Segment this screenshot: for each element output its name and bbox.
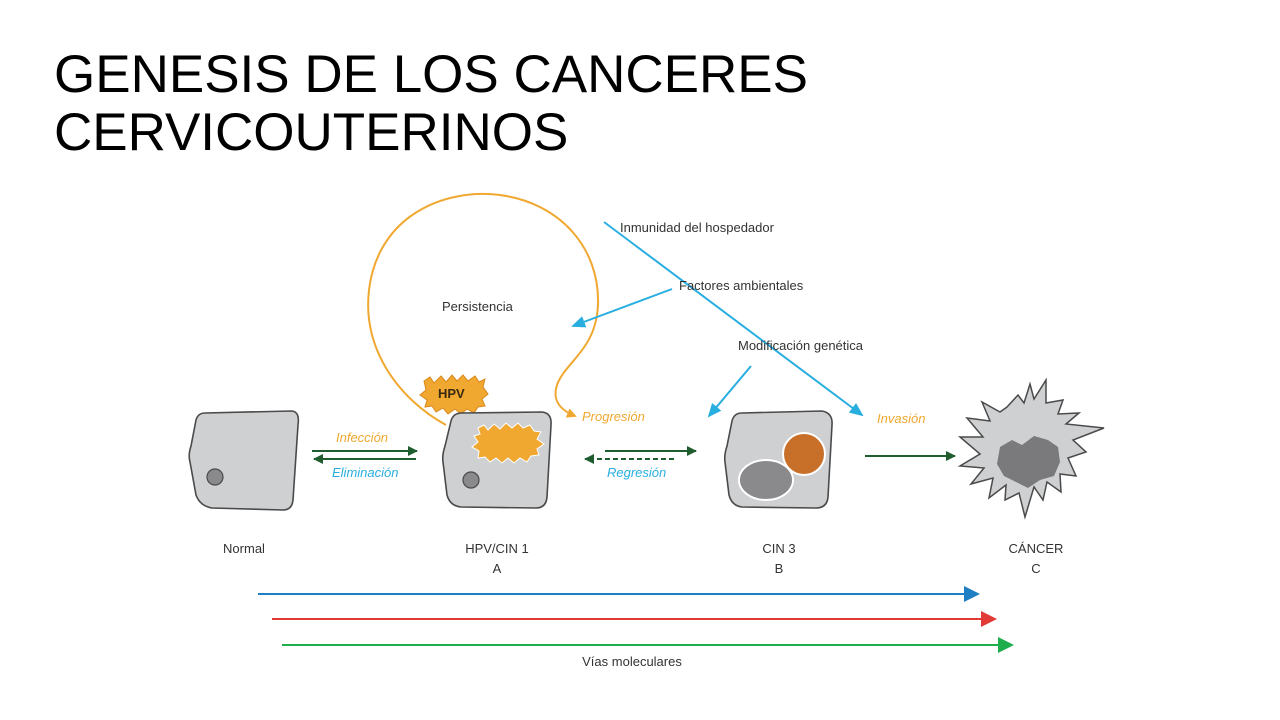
title-line-1: GENESIS DE LOS CANCERES <box>54 45 808 104</box>
genetic-modification-label: Modificación genética <box>738 338 864 353</box>
environmental-factors-label: Factores ambientales <box>679 278 804 293</box>
elimination-label: Eliminación <box>332 465 398 480</box>
stage-cin3-label: CIN 3 <box>762 541 795 556</box>
stage-cancer-label: CÁNCER <box>1009 541 1064 556</box>
cin3-cell <box>723 410 833 509</box>
hpv-cin1-cell <box>441 411 552 509</box>
hpv-badge: HPV <box>419 374 489 415</box>
molecular-pathways-label: Vías moleculares <box>582 654 682 669</box>
stage-normal-label: Normal <box>223 541 265 556</box>
slide-title: GENESIS DE LOS CANCERES CERVICOUTERINOS <box>54 46 1154 162</box>
host-immunity-label: Inmunidad del hospedador <box>620 220 775 235</box>
persistence-label: Persistencia <box>442 299 514 314</box>
stage-hpv-cin1-label: HPV/CIN 1 <box>465 541 529 556</box>
progression-label: Progresión <box>582 409 645 424</box>
regression-label: Regresión <box>607 465 666 480</box>
persistence-loop-arrow <box>367 193 600 426</box>
title-line-2: CERVICOUTERINOS <box>54 103 569 162</box>
stage-cin3-letter: B <box>775 561 784 576</box>
normal-cell <box>188 410 300 511</box>
cancer-cell <box>957 377 1105 520</box>
invasion-label: Invasión <box>877 411 925 426</box>
hpv-badge-text: HPV <box>438 386 465 401</box>
host-factors-lines <box>571 221 864 418</box>
stage-hpv-cin1-letter: A <box>493 561 502 576</box>
infection-label: Infección <box>336 430 388 445</box>
stage-cancer-letter: C <box>1031 561 1040 576</box>
